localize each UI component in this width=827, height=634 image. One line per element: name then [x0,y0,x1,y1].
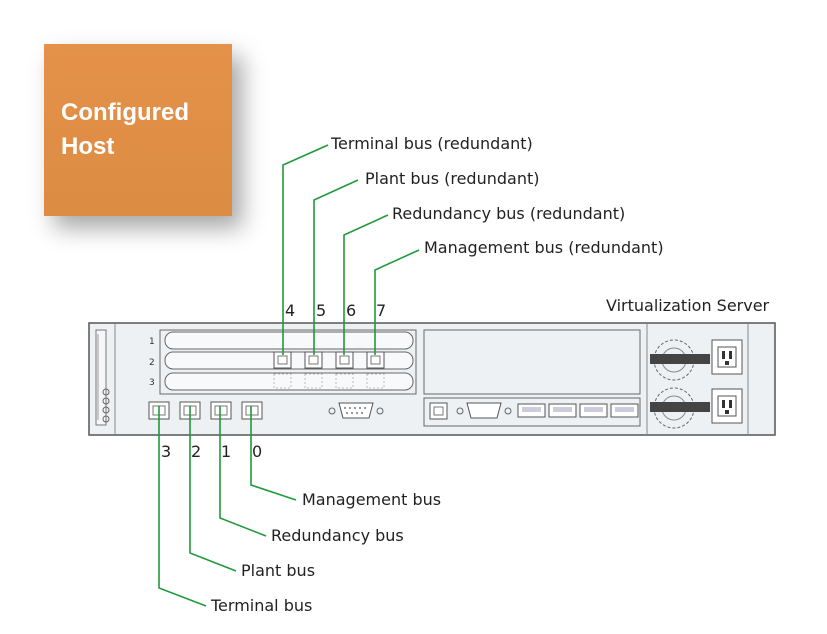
power-supplies [646,323,749,435]
port-5 [304,351,323,369]
top-port-number-7: 7 [376,301,386,320]
power-supply-2 [650,387,743,429]
leader-line-redundancy [219,406,267,537]
bottom-port-number-0: 0 [252,442,262,461]
label-redundancy-bus: Redundancy bus [271,526,404,545]
leader-line-redundancy-redundant [343,214,389,355]
top-port-number-4: 4 [285,301,295,320]
server-title: Virtualization Server [606,296,770,315]
slot-3-empty-ports [273,373,385,389]
slot-2-ports [273,351,385,369]
bottom-port-number-2: 2 [191,442,201,461]
drive-bay [423,329,641,427]
bottom-port-number-3: 3 [161,442,171,461]
leader-line-plant [189,406,237,572]
leader-line-management [250,406,297,501]
label-redundancy-bus-redundant: Redundancy bus (redundant) [392,204,625,223]
port-1 [210,401,232,420]
port-0 [241,401,263,420]
configured-host-badge: Configured Host [44,44,232,216]
leader-line-plant-redundant [313,179,359,355]
label-terminal-bus-redundant: Terminal bus (redundant) [330,134,533,153]
leader-line-terminal-redundant [282,144,329,355]
bottom-port-number-1: 1 [221,442,231,461]
slot-number-1: 1 [149,337,155,347]
power-supply-1 [650,339,743,381]
leader-line-terminal [158,406,207,607]
label-plant-bus: Plant bus [241,561,315,580]
label-management-bus: Management bus [302,490,441,509]
badge-line-1: Configured [61,99,189,126]
leader-line-management-redundant [374,249,420,355]
slot-number-2: 2 [149,358,155,368]
label-management-bus-redundant: Management bus (redundant) [424,238,664,257]
label-plant-bus-redundant: Plant bus (redundant) [365,169,539,188]
badge-line-2: Host [61,133,115,160]
top-leader-lines [282,144,420,355]
slot-number-3: 3 [149,378,155,388]
vga-connector-icon [328,402,384,419]
top-port-number-6: 6 [346,301,356,320]
label-terminal-bus: Terminal bus [210,596,312,615]
top-port-number-5: 5 [316,301,326,320]
bottom-leader-lines [158,406,297,607]
